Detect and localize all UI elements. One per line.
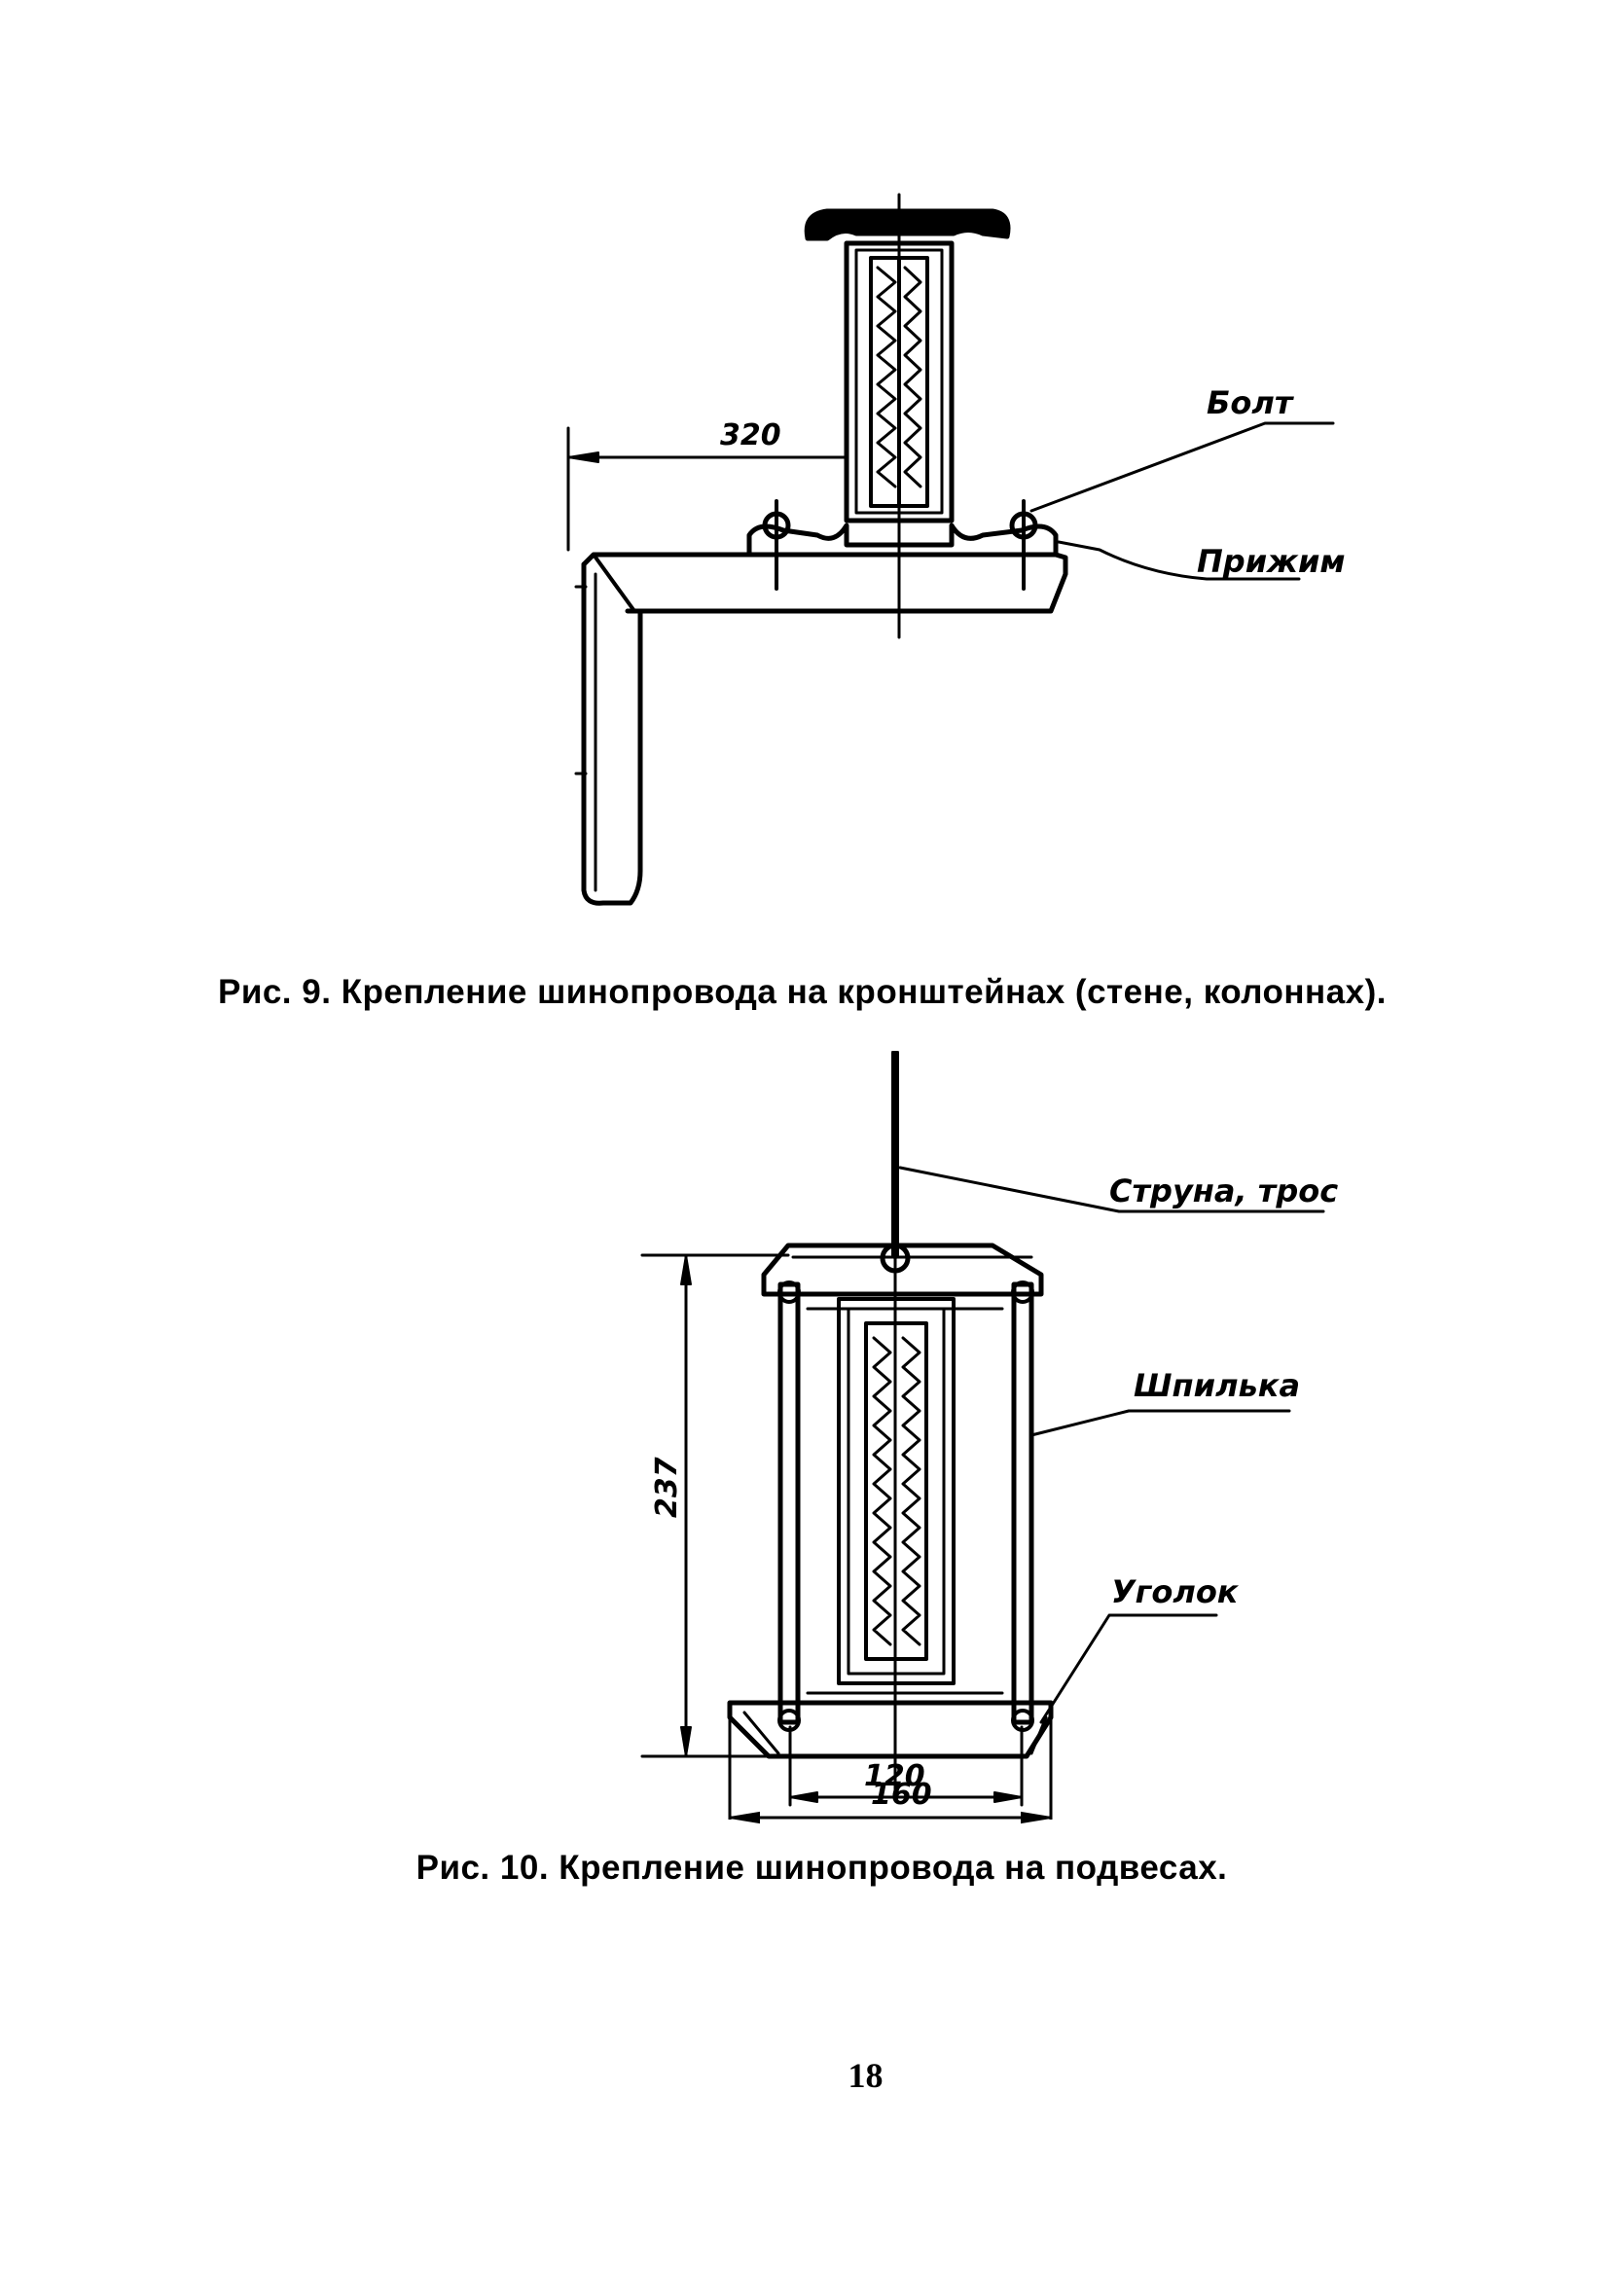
stud-right: [1011, 1281, 1034, 1725]
busbar-conductors: [864, 1321, 928, 1661]
leader-clamp: [1057, 540, 1301, 581]
label-bolt: Болт: [1207, 384, 1295, 421]
dim-320: 320: [720, 418, 781, 452]
figure-10-caption: Рис. 10. Крепление шинопровода на подвес…: [415, 1849, 1228, 1887]
dim-120: 120: [864, 1759, 925, 1793]
figure-9-caption: Рис. 9. Крепление шинопровода на кронште…: [217, 973, 1388, 1011]
label-stud: Шпилька: [1134, 1367, 1300, 1404]
top-angle: [761, 1243, 1044, 1297]
busbar-housing: [844, 240, 955, 523]
bracket-post: [581, 561, 643, 906]
label-string: Струна, трос: [1109, 1172, 1338, 1209]
leader-angle: [1039, 1613, 1218, 1724]
stud-left: [777, 1281, 801, 1725]
page-number: 18: [848, 2056, 884, 2095]
label-clamp: Прижим: [1197, 543, 1346, 580]
busbar-housing: [837, 1297, 956, 1685]
leader-stud: [1029, 1409, 1291, 1437]
busbar-base: [746, 523, 1059, 558]
bracket-arm: [581, 552, 1068, 614]
label-angle: Уголок: [1111, 1573, 1240, 1610]
dim-237: 237: [650, 1457, 684, 1518]
leader-bolt: [1029, 421, 1335, 513]
figure-9-drawing: 320 Болт Прижим: [566, 193, 1346, 906]
busbar-cap: [804, 208, 1011, 241]
dim-160: 160: [871, 1778, 932, 1812]
figure-10-drawing: Струна, трос Шпилька Уголок 237 120: [640, 1051, 1338, 1820]
leader-string: [898, 1166, 1325, 1213]
dim-160-line: [729, 1811, 1052, 1824]
